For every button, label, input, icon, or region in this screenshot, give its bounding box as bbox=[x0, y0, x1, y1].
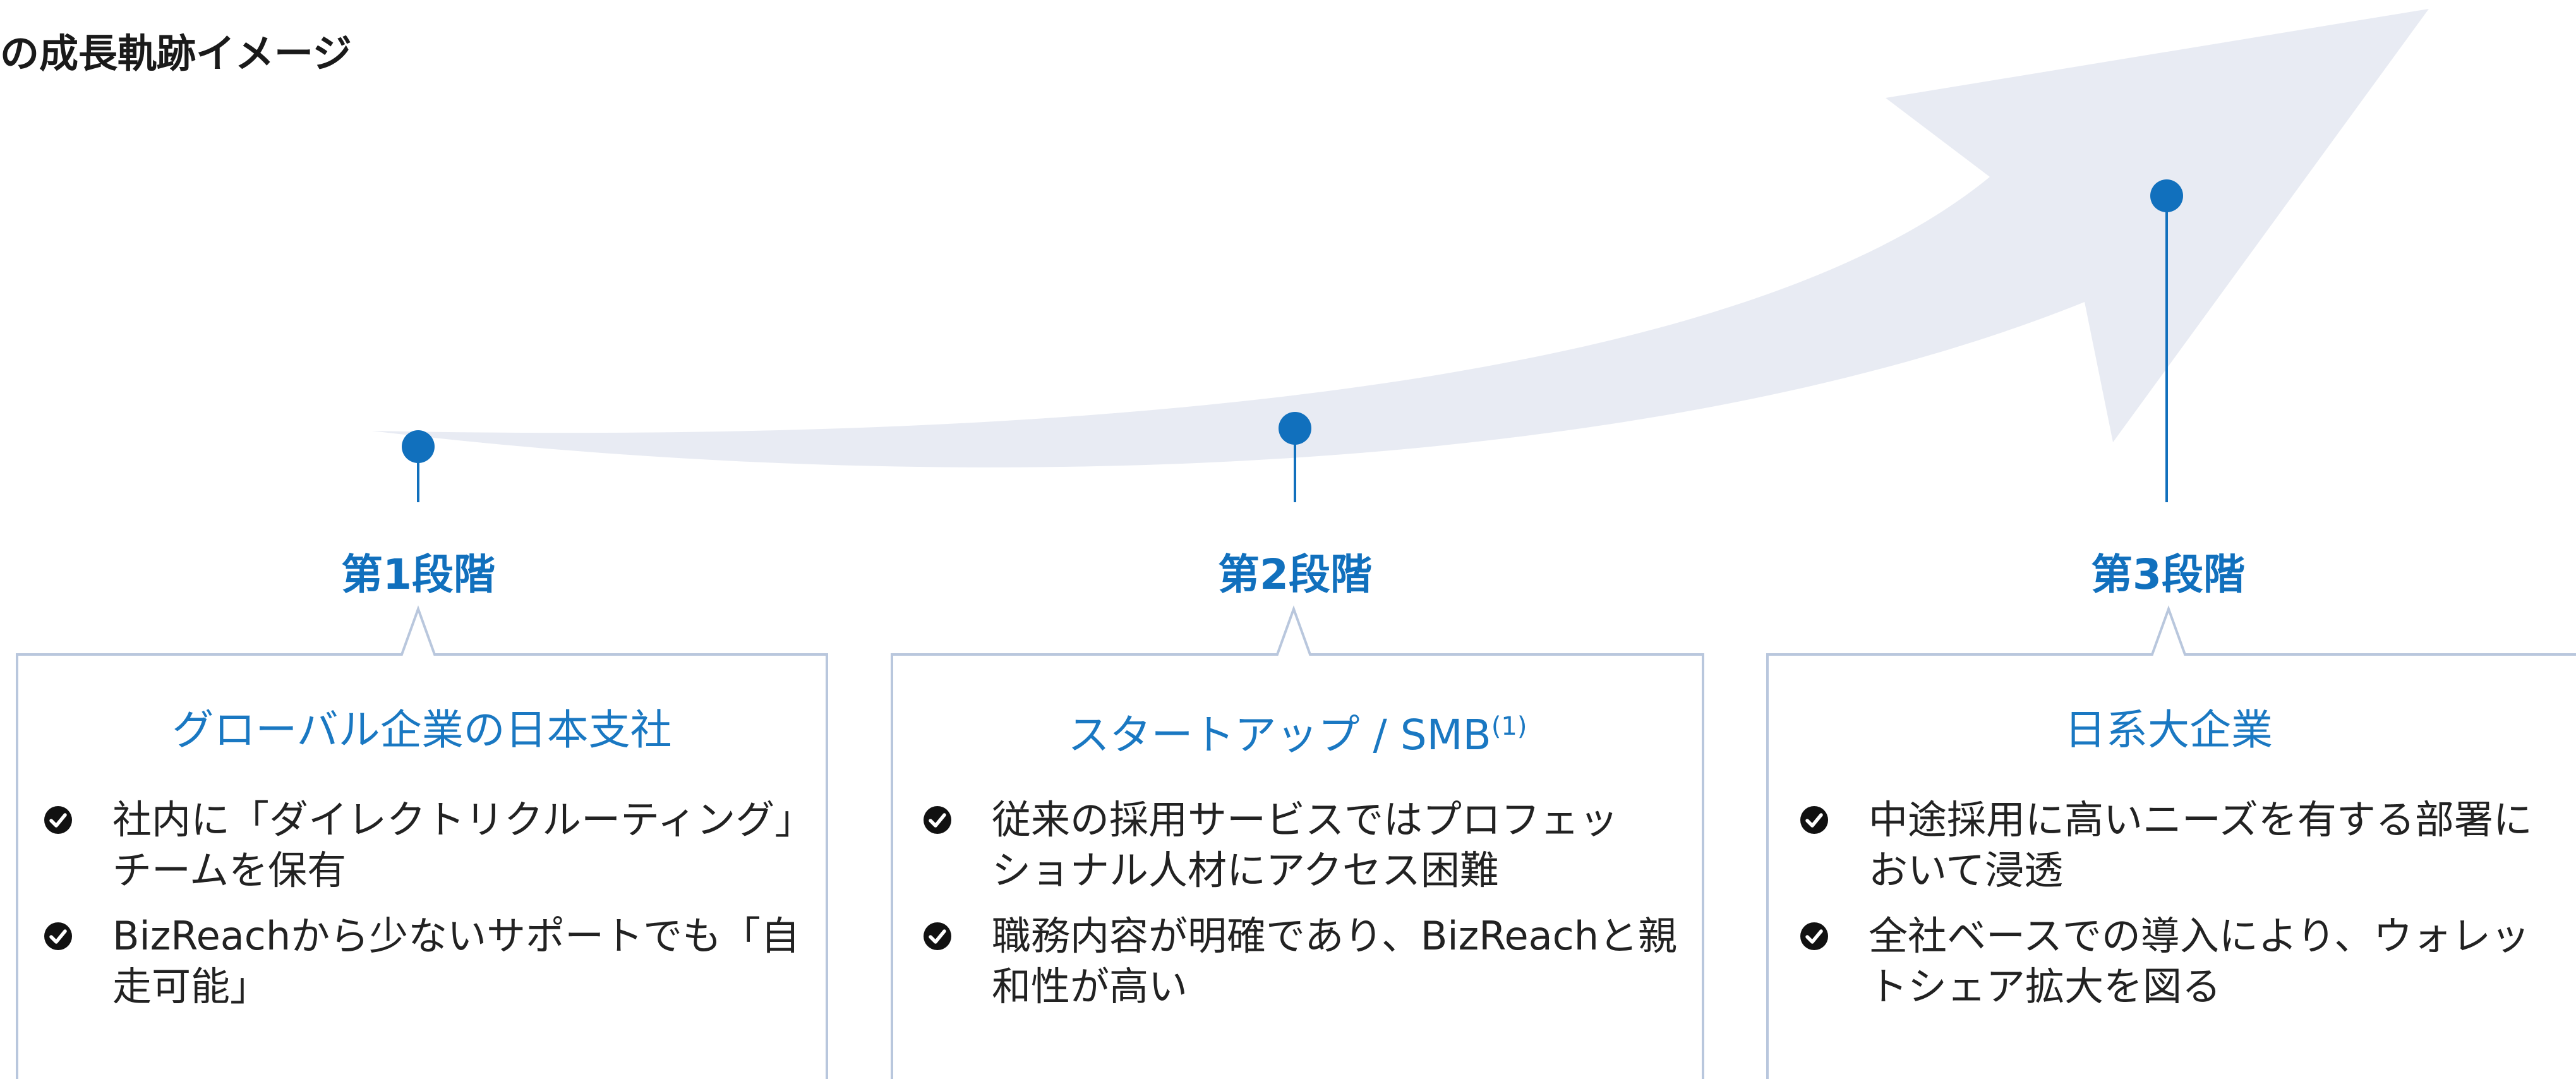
list-item: BizReachから少ないサポートでも「自 走可能」 bbox=[44, 911, 821, 1012]
stage-2-label: 第2段階 bbox=[1218, 550, 1372, 599]
stage-1-card bbox=[16, 605, 828, 1079]
stage-1-points: 社内に「ダイレクトリクルーティング」 チームを保有 BizReachから少ないサ… bbox=[44, 795, 821, 1027]
point-line: チームを保有 bbox=[112, 847, 347, 893]
list-item: 社内に「ダイレクトリクルーティング」 チームを保有 bbox=[44, 795, 821, 896]
point-line: トシェア拡大を図る bbox=[1869, 963, 2222, 1010]
footnote-marker: (1) bbox=[1491, 712, 1527, 741]
list-item: 従来の採用サービスではプロフェッ ショナル人材にアクセス困難 bbox=[924, 795, 1700, 896]
check-circle-icon bbox=[44, 922, 72, 950]
point-line: 従来の採用サービスではプロフェッ bbox=[992, 797, 1619, 843]
stage-2-card-title: スタートアップ / SMB(1) bbox=[892, 701, 1703, 762]
point-line: 和性が高い bbox=[992, 963, 1188, 1010]
list-item: 中途採用に高いニーズを有する部署に おいて浸透 bbox=[1800, 795, 2574, 896]
stage-3-points: 中途採用に高いニーズを有する部署に おいて浸透 全社ベースでの導入により、ウォレ… bbox=[1800, 795, 2574, 1027]
point-line: おいて浸透 bbox=[1869, 847, 2064, 893]
point-line: ショナル人材にアクセス困難 bbox=[992, 847, 1499, 893]
stage-1-card-title: グローバル企業の日本支社 bbox=[172, 706, 672, 754]
list-item: 職務内容が明確であり、BizReachと親 和性が高い bbox=[924, 911, 1700, 1012]
point-line: 全社ベースでの導入により、ウォレッ bbox=[1869, 913, 2531, 959]
stage-2-marker-icon bbox=[1279, 412, 1311, 502]
stage-2-card bbox=[891, 605, 1704, 1079]
check-circle-icon bbox=[1800, 922, 1828, 950]
check-circle-icon bbox=[924, 806, 951, 834]
point-line: BizReachから少ないサポートでも「自 bbox=[112, 913, 800, 959]
point-line: 走可能」 bbox=[112, 963, 270, 1010]
growth-arrow-icon bbox=[371, 9, 2429, 467]
list-item: 全社ベースでの導入により、ウォレッ トシェア拡大を図る bbox=[1800, 911, 2574, 1012]
stage-3-card-title: 日系大企業 bbox=[2064, 706, 2273, 754]
stage-3-label: 第3段階 bbox=[2091, 550, 2245, 599]
check-circle-icon bbox=[44, 806, 72, 834]
stage-3-card bbox=[1766, 605, 2576, 1079]
stage-1-marker-icon bbox=[402, 430, 435, 502]
point-line: 中途採用に高いニーズを有する部署に bbox=[1869, 797, 2532, 843]
stage-1-label: 第1段階 bbox=[341, 550, 495, 599]
stage-2-card-title-text: スタートアップ / SMB bbox=[1068, 711, 1491, 759]
check-circle-icon bbox=[924, 922, 951, 950]
stage-3-marker-icon bbox=[2150, 179, 2183, 502]
check-circle-icon bbox=[1800, 806, 1828, 834]
stage-2-points: 従来の採用サービスではプロフェッ ショナル人材にアクセス困難 職務内容が明確であ… bbox=[924, 795, 1700, 1027]
page-title: の成長軌跡イメージ bbox=[0, 30, 352, 76]
point-line: 職務内容が明確であり、BizReachと親 bbox=[992, 913, 1678, 959]
point-line: 社内に「ダイレクトリクルーティング」 bbox=[112, 797, 814, 843]
